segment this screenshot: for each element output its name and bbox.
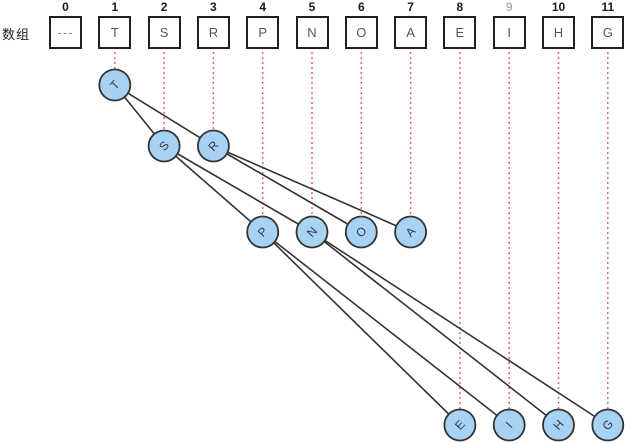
- tree-node-P: P: [246, 215, 280, 249]
- tree-node-E: E: [443, 408, 477, 442]
- tree-edge-N-H: [311, 231, 559, 426]
- tree-node-N: N: [295, 215, 329, 249]
- array-cell-6: O: [344, 16, 378, 49]
- tree-node-circle-R: [196, 129, 230, 163]
- tree-edge-N-G: [311, 231, 609, 426]
- tree-node-label-I: I: [503, 419, 516, 431]
- tree-node-circle-N: [295, 215, 329, 249]
- array-label: 数组: [2, 27, 31, 42]
- tree-edge-S-P: [163, 145, 264, 233]
- tree-node-circle-G: [591, 408, 625, 442]
- tree-edge-R-A: [213, 145, 411, 233]
- array-index-7: 7: [407, 0, 414, 14]
- array-cell-0: ---: [49, 16, 82, 49]
- array-index-4: 4: [259, 0, 267, 14]
- array-index-5: 5: [308, 0, 316, 14]
- tree-node-circle-A: [394, 215, 428, 249]
- tree-node-A: A: [394, 215, 428, 249]
- tree-node-circle-E: [443, 408, 477, 442]
- array-cell-8: E: [443, 16, 477, 49]
- tree-node-O: O: [344, 215, 378, 249]
- tree-edge-P-I: [262, 231, 510, 426]
- array-index-1: 1: [111, 0, 119, 14]
- tree-edge-S-N: [163, 145, 313, 233]
- array-cell-10: H: [542, 16, 575, 49]
- tree-node-R: R: [196, 129, 230, 163]
- array-cell-7: A: [394, 16, 428, 49]
- tree-node-circle-H: [542, 408, 575, 442]
- array-index-0: 0: [62, 0, 69, 14]
- tree-edge-P-E: [262, 231, 461, 426]
- tree-node-S: S: [147, 129, 181, 163]
- array-cell-3: R: [196, 16, 230, 49]
- tree-edge-T-R: [114, 84, 214, 147]
- array-index-6: 6: [357, 0, 365, 14]
- tree-node-circle-I: [492, 408, 526, 442]
- tree-node-T: T: [98, 68, 132, 102]
- tree-node-circle-P: [246, 215, 280, 249]
- tree-node-I: I: [492, 408, 526, 442]
- array-cell-2: S: [147, 16, 181, 49]
- tree-edge-R-O: [212, 145, 362, 233]
- array-index-9: 9: [505, 0, 513, 14]
- tree-node-circle-S: [147, 129, 181, 163]
- array-cell-11: G: [591, 16, 625, 49]
- tree-node-G: G: [591, 408, 625, 442]
- array-cell-9: I: [492, 16, 526, 49]
- array-index-8: 8: [456, 0, 464, 14]
- array-index-3: 3: [210, 0, 217, 14]
- tree-node-circle-O: [344, 215, 378, 249]
- tree-node-circle-T: [98, 68, 132, 102]
- array-index-10: 10: [551, 0, 566, 14]
- array-index-2: 2: [160, 0, 168, 14]
- array-cell-4: P: [246, 16, 280, 49]
- array-index-11: 11: [601, 0, 615, 14]
- tree-node-H: H: [542, 408, 575, 442]
- array-cell-1: T: [98, 16, 132, 49]
- array-cell-5: N: [295, 16, 329, 49]
